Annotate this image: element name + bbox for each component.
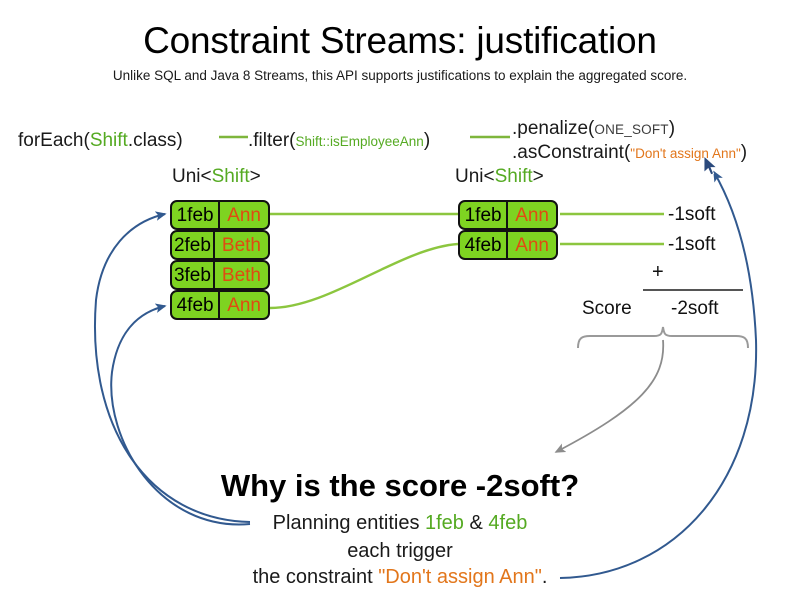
foreach-call: forEach( — [18, 130, 90, 151]
source-fact-row[interactable]: 2feb Beth — [170, 230, 270, 260]
foreach-suffix: .class) — [127, 130, 183, 151]
explanation-line-1: Planning entities 1feb & 4feb — [0, 512, 800, 535]
source-fact-row[interactable]: 4feb Ann — [170, 290, 270, 320]
stream-label-right: Uni<Shift> — [455, 166, 544, 188]
filter-suffix: ) — [423, 130, 431, 151]
sum-operator: + — [652, 261, 664, 283]
fact-employee: Ann — [515, 204, 549, 226]
filtered-fact-row[interactable]: 1feb Ann — [458, 200, 558, 230]
explanation-date-b: 4feb — [488, 512, 528, 534]
uni-left-prefix: Uni< — [172, 166, 212, 187]
sum-divider — [643, 289, 743, 291]
fact-date: 4feb — [460, 232, 509, 258]
fact-date: 4feb — [172, 292, 221, 318]
code-penalize: .penalize(ONE_SOFT) — [512, 118, 675, 140]
fact-employee: Ann — [227, 204, 261, 226]
explanation-heading: Why is the score -2soft? — [220, 468, 580, 503]
fact-date: 2feb — [172, 232, 215, 258]
fact-employee: Beth — [221, 264, 261, 286]
stream-label-left: Uni<Shift> — [172, 166, 261, 188]
penalty-value: -1soft — [668, 204, 716, 225]
link-4feb — [269, 242, 459, 310]
asconstraint-suffix: ) — [740, 142, 748, 163]
asconstraint-arg: "Don't assign Ann" — [630, 146, 741, 161]
explanation-line3-prefix: the constraint — [252, 566, 379, 588]
explanation-line-2: each trigger — [347, 540, 453, 562]
code-asconstraint: .asConstraint("Don't assign Ann") — [512, 142, 747, 164]
asconstraint-call: .asConstraint( — [512, 142, 631, 163]
fact-employee: Beth — [221, 234, 261, 256]
page-title: Constraint Streams: justification — [143, 20, 657, 61]
uni-right-suffix: > — [532, 166, 544, 187]
uni-left-type: Shift — [211, 166, 250, 187]
fact-date: 3feb — [172, 262, 215, 288]
fact-date: 1feb — [172, 202, 221, 228]
explanation-line-3: the constraint "Don't assign Ann". — [0, 566, 800, 589]
penalty-value: -1soft — [668, 234, 716, 255]
penalize-suffix: ) — [668, 118, 676, 139]
uni-right-prefix: Uni< — [455, 166, 495, 187]
score-to-explanation-arrow — [554, 339, 665, 453]
explanation-constraint-name: "Don't assign Ann" — [378, 566, 542, 588]
explanation-line1-prefix: Planning entities — [272, 512, 425, 534]
uni-right-type: Shift — [494, 166, 533, 187]
filtered-fact-row[interactable]: 4feb Ann — [458, 230, 558, 260]
explanation-line3-suffix: . — [541, 566, 548, 588]
mouse-pointer-icon — [703, 155, 718, 176]
code-foreach: forEach(Shift.class) — [18, 130, 183, 152]
page-subtitle: Unlike SQL and Java 8 Streams, this API … — [112, 68, 688, 83]
source-fact-row[interactable]: 1feb Ann — [170, 200, 270, 230]
score-label: Score — [582, 298, 632, 319]
foreach-type: Shift — [89, 130, 128, 151]
penalize-arg: ONE_SOFT — [594, 122, 669, 137]
code-filter: .filter(Shift::isEmployeeAnn) — [248, 130, 430, 152]
fact-employee: Ann — [227, 294, 261, 316]
explanation-date-a: 1feb — [425, 512, 464, 534]
penalize-call: .penalize( — [512, 118, 595, 139]
filter-call: .filter( — [248, 130, 296, 151]
score-total: -2soft — [671, 298, 719, 319]
filter-arg: Shift::isEmployeeAnn — [295, 134, 424, 149]
source-fact-row[interactable]: 3feb Beth — [170, 260, 270, 290]
fact-date: 1feb — [460, 202, 509, 228]
uni-left-suffix: > — [249, 166, 261, 187]
fact-employee: Ann — [515, 234, 549, 256]
score-brace — [577, 326, 749, 349]
explanation-amp: & — [463, 512, 489, 534]
